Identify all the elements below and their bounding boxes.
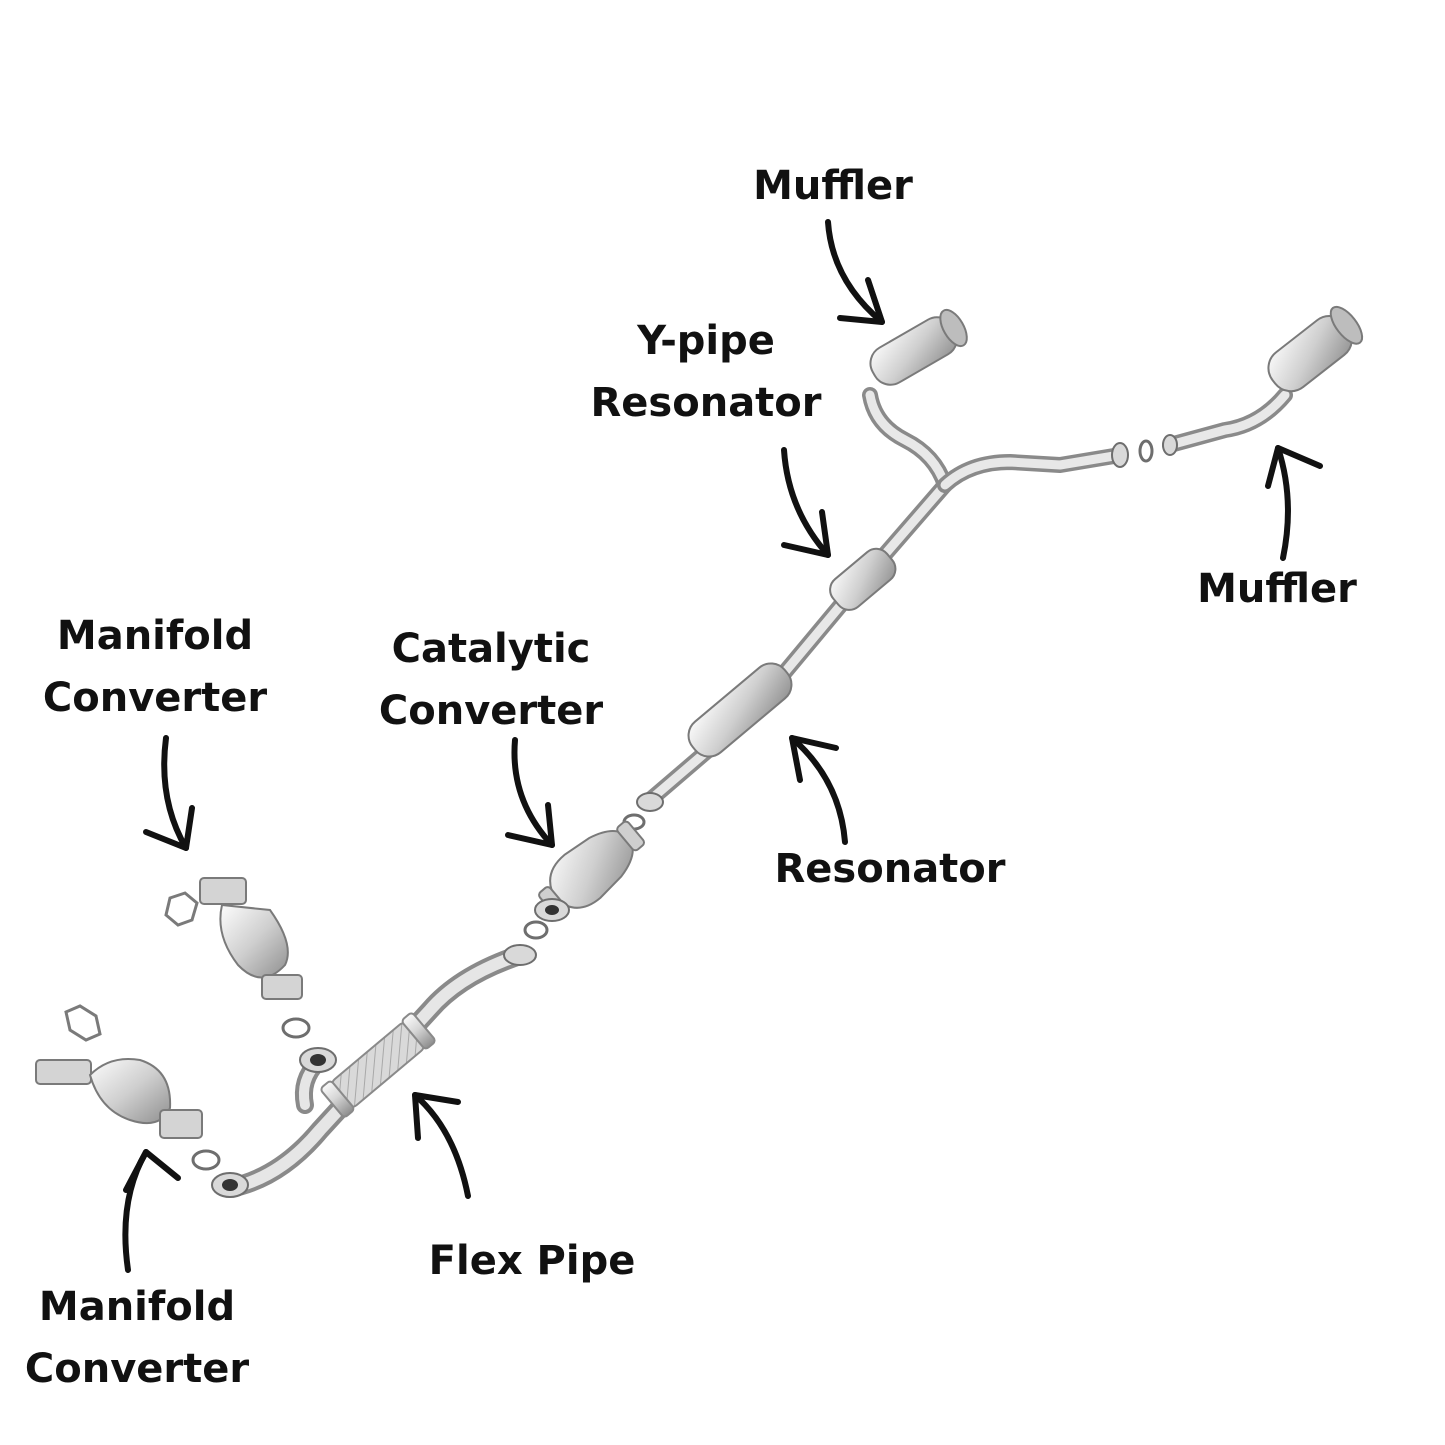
label-manifold-bottom: Manifold Converter (25, 1276, 249, 1400)
label-manifold-top-line1: Manifold (56, 613, 254, 659)
arrow-muffler-right (1265, 445, 1323, 561)
tailpipe-flange (1162, 434, 1178, 456)
arrow-flex-pipe (412, 1092, 471, 1199)
label-ypipe-line1: Y-pipe (637, 318, 775, 364)
label-manifold-bottom-line1: Manifold (38, 1284, 236, 1330)
label-muffler-top: Muffler (753, 155, 913, 217)
label-flex-pipe: Flex Pipe (429, 1230, 636, 1292)
arrow-ypipe-resonator (781, 447, 831, 558)
label-manifold-top-line2: Converter (42, 675, 268, 721)
arrow-muffler-top (825, 219, 885, 325)
label-muffler-right: Muffler (1197, 558, 1357, 620)
arrow-manifold-top (143, 735, 195, 851)
ypipe-resonator-body (829, 547, 897, 611)
resonator-inlet-flange (636, 792, 664, 812)
rear-flange (1111, 442, 1129, 468)
callout-arrows (122, 219, 1323, 1273)
arrow-resonator (789, 735, 848, 845)
label-resonator: Resonator (774, 838, 1005, 900)
label-ypipe-resonator: Y-pipe Resonator (590, 310, 821, 434)
label-muffler-top-text: Muffler (753, 163, 913, 209)
cat-inlet-opening (545, 905, 559, 915)
flex-pipe-section (320, 1012, 436, 1118)
label-catalytic-converter: Catalytic Converter (379, 618, 603, 742)
label-ypipe-line2: Resonator (590, 380, 822, 426)
label-resonator-text: Resonator (774, 846, 1006, 892)
arrow-catalytic (505, 737, 555, 848)
right-muffler-body (1267, 305, 1364, 393)
label-muffler-right-text: Muffler (1197, 566, 1357, 612)
label-flex-pipe-text: Flex Pipe (428, 1238, 636, 1284)
resonator-body (687, 662, 793, 758)
lower-manifold-converter (35, 1004, 203, 1139)
front-flanges (211, 944, 537, 1198)
upper-manifold-converter (164, 877, 303, 1000)
label-catalytic-line2: Converter (378, 688, 604, 734)
label-manifold-top: Manifold Converter (43, 605, 267, 729)
label-manifold-bottom-line2: Converter (24, 1346, 250, 1392)
top-muffler-body (869, 308, 968, 386)
arrow-manifold-bottom (122, 1149, 181, 1273)
label-catalytic-line1: Catalytic (391, 626, 591, 672)
